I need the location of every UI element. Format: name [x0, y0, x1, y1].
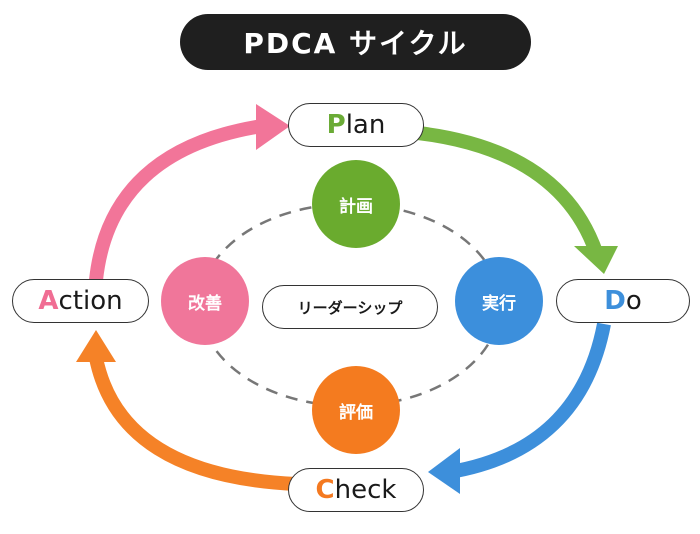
arrow-check-to-action — [89, 356, 297, 491]
arrowhead-action-to-plan — [256, 104, 290, 150]
node-jikkou: 実行 — [455, 257, 543, 345]
stage-check-rest: heck — [334, 475, 397, 505]
stage-do-rest: o — [625, 286, 642, 316]
stage-check-initial: C — [315, 475, 335, 505]
arrow-action-to-plan — [89, 119, 264, 281]
arrow-plan-to-do — [417, 126, 603, 255]
arrow-do-to-check — [448, 322, 611, 479]
diagram-title: PDCA サイクル — [180, 14, 531, 70]
stage-plan-rest: lan — [345, 110, 386, 140]
stage-do-initial: D — [604, 286, 626, 316]
node-keikaku: 計画 — [312, 160, 400, 248]
arrowhead-plan-to-do — [574, 246, 618, 274]
stage-action-rest: ction — [58, 286, 123, 316]
node-kaizen: 改善 — [161, 257, 249, 345]
node-hyouka: 評価 — [312, 366, 400, 454]
arrowhead-check-to-action — [76, 330, 116, 362]
arrowhead-do-to-check — [428, 448, 460, 494]
stage-plan-initial: P — [326, 110, 346, 140]
stage-action-initial: A — [38, 286, 59, 316]
center-leadership: リーダーシップ — [262, 285, 438, 329]
